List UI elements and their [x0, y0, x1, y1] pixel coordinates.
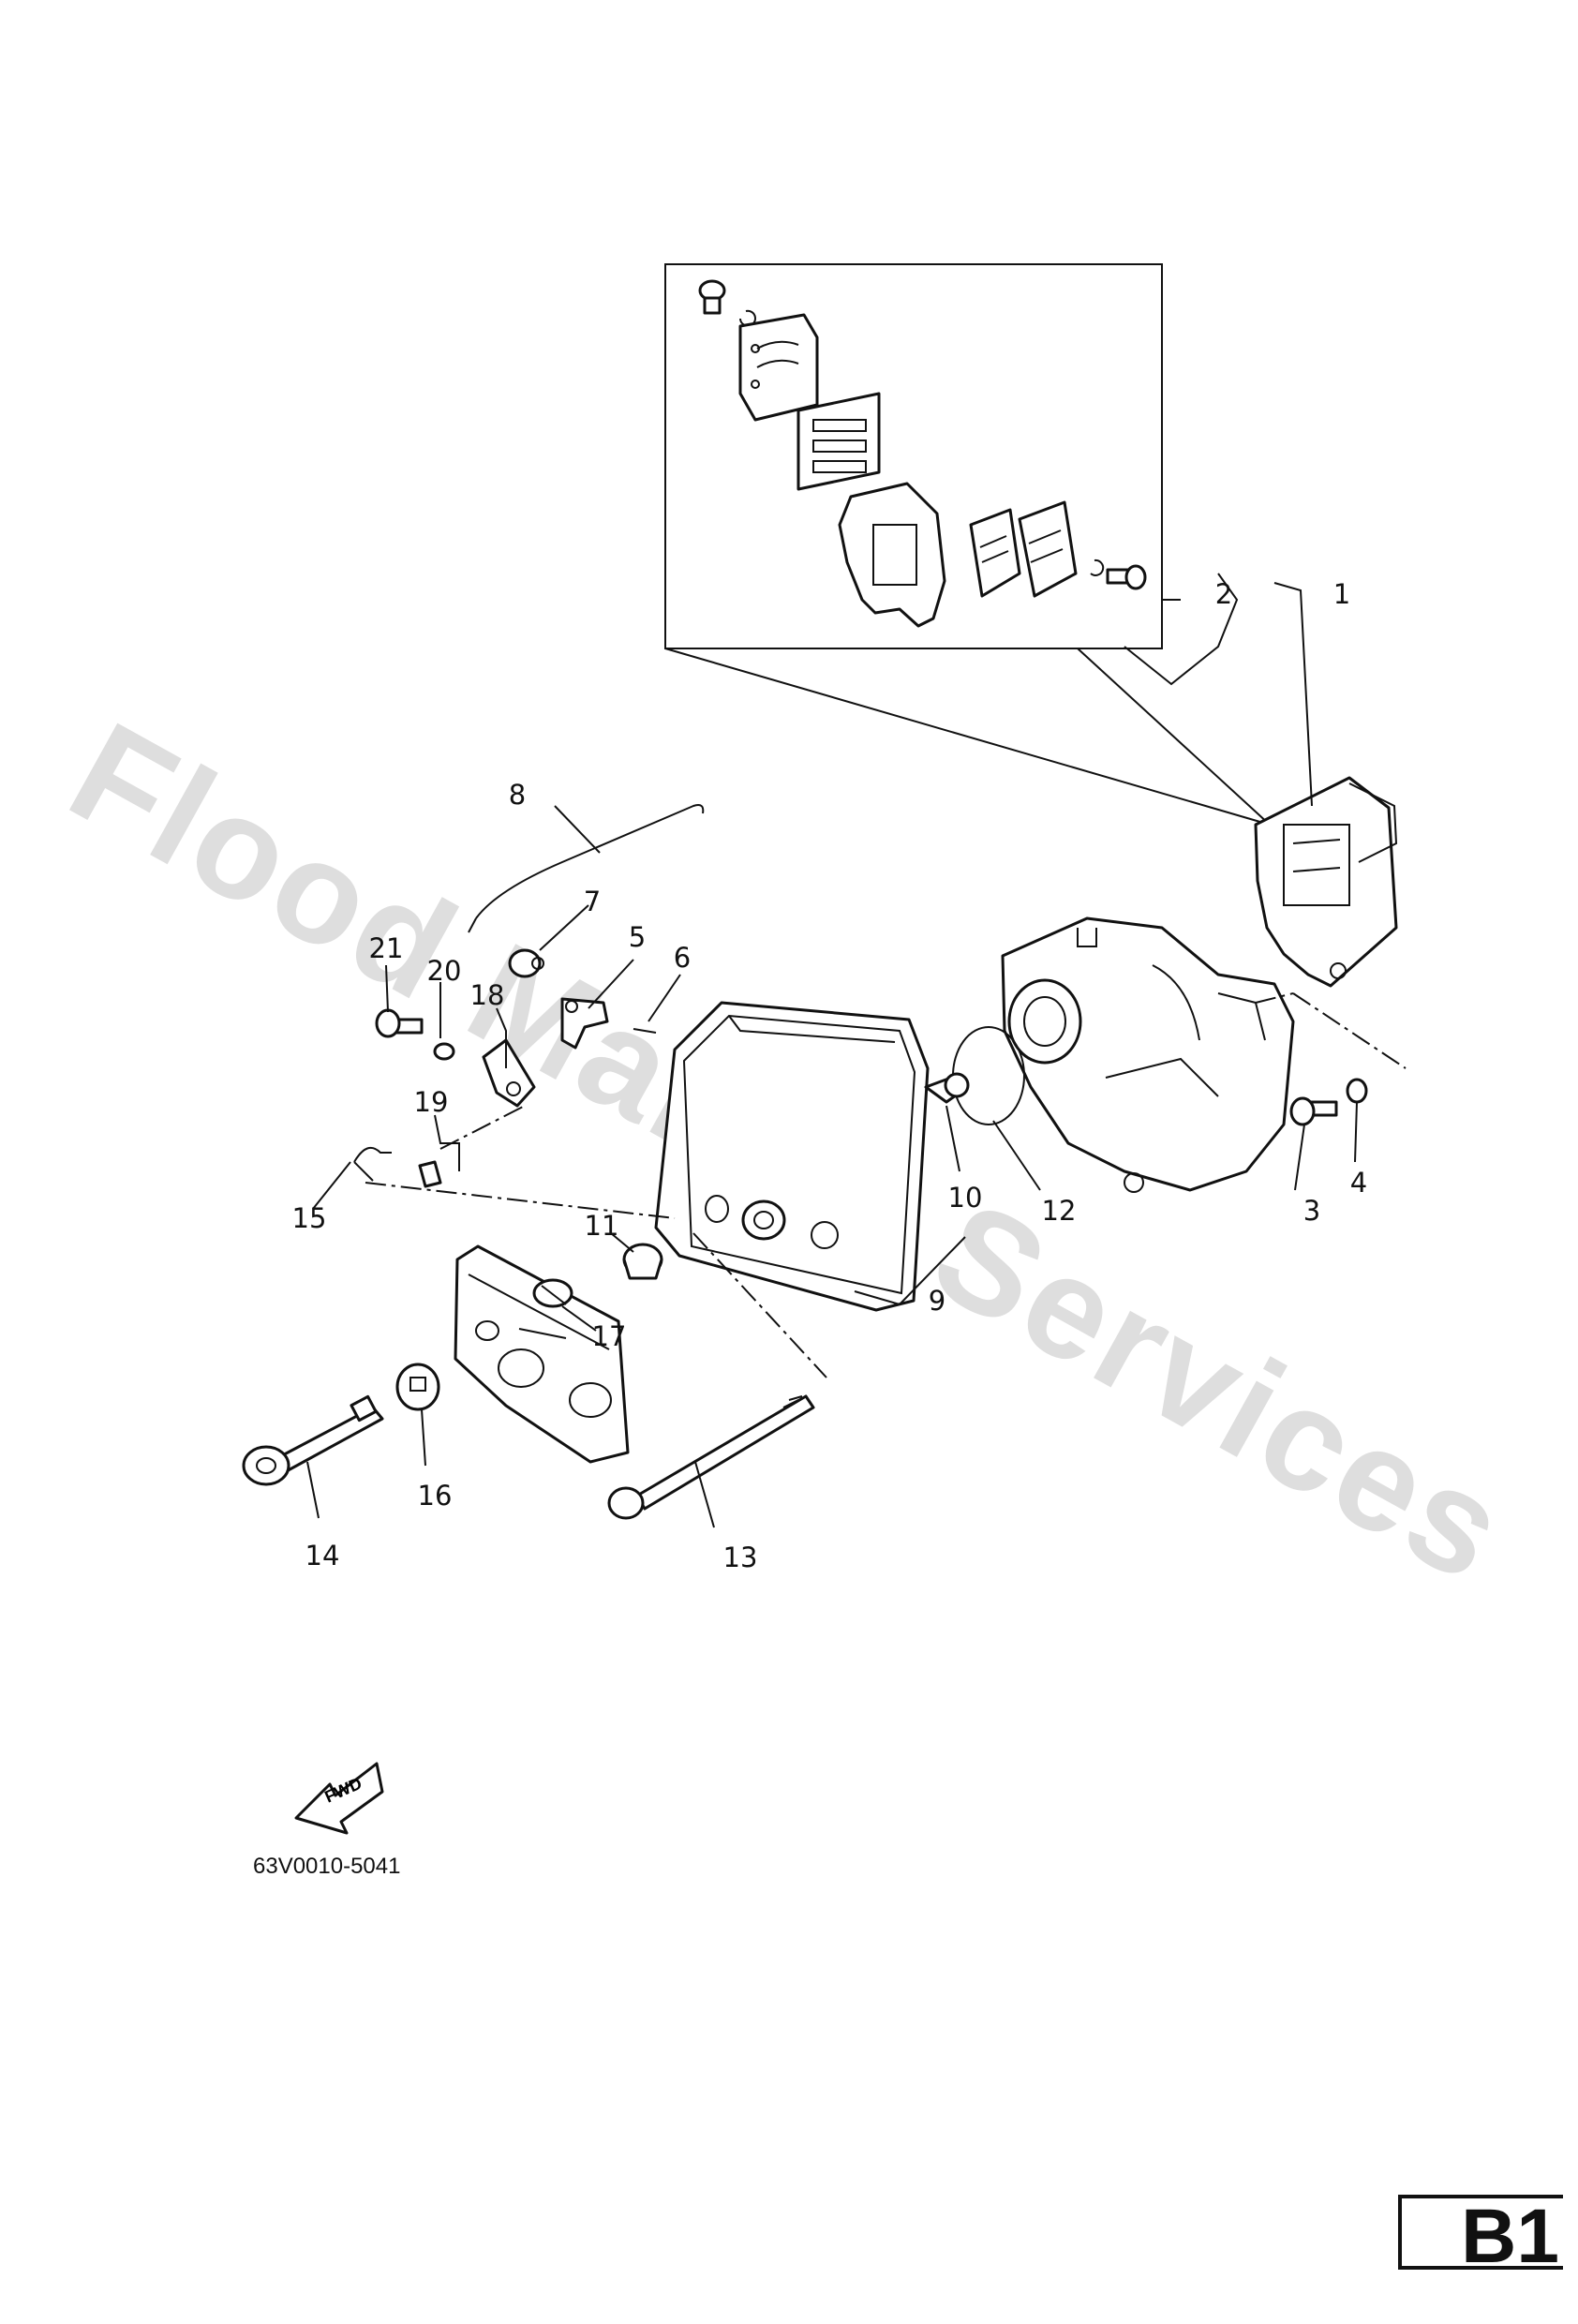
front-panel [454, 1244, 630, 1464]
fwd-arrow-icon: FWD [294, 1762, 384, 1835]
callout-18: 18 [469, 979, 505, 1011]
washer-20 [433, 1042, 455, 1061]
collar [924, 1072, 970, 1104]
callout-4: 4 [1349, 1167, 1368, 1199]
link-joint [508, 948, 544, 978]
inset-screw-right [1106, 564, 1147, 590]
shaft [242, 1394, 384, 1486]
callout-8: 8 [508, 779, 527, 811]
bracket [482, 1038, 536, 1108]
page-tag-label: B1 [1461, 2194, 1559, 2279]
hose [353, 1146, 392, 1182]
knob-holder [532, 1278, 573, 1308]
washer-4 [1346, 1078, 1368, 1104]
callout-6: 6 [673, 942, 692, 974]
link-rod [468, 804, 705, 933]
callout-10: 10 [947, 1182, 983, 1214]
callout-21: 21 [368, 932, 404, 964]
pin [633, 1028, 657, 1034]
callout-20: 20 [426, 955, 462, 987]
callout-11: 11 [584, 1210, 619, 1242]
callout-2: 2 [1214, 578, 1233, 610]
callout-15: 15 [291, 1202, 327, 1234]
callout-3: 3 [1303, 1195, 1321, 1227]
callout-1: 1 [1332, 578, 1351, 610]
long-bolt [607, 1394, 815, 1520]
knob [395, 1363, 440, 1411]
document-code: 63V0010-5041 [253, 1854, 401, 1879]
callout-9: 9 [928, 1285, 946, 1317]
clip-19 [418, 1160, 442, 1188]
carburetor-body [1001, 916, 1295, 1193]
page-tag: B1 [1398, 2194, 1563, 2279]
callout-13: 13 [722, 1542, 758, 1573]
callout-7: 7 [583, 886, 602, 917]
callout-14: 14 [305, 1540, 340, 1572]
callout-17: 17 [591, 1320, 627, 1352]
bolt-3 [1289, 1096, 1338, 1126]
callout-5: 5 [628, 921, 647, 953]
intake-silencer [654, 1001, 930, 1312]
inset-screw-top [698, 279, 726, 315]
inset-detail-box [664, 263, 1271, 826]
screw-21 [375, 1008, 424, 1038]
callout-12: 12 [1041, 1195, 1077, 1227]
callout-19: 19 [413, 1086, 449, 1118]
lever [560, 997, 609, 1050]
reed-valve-assembly [1254, 776, 1398, 988]
callout-16: 16 [417, 1480, 453, 1512]
